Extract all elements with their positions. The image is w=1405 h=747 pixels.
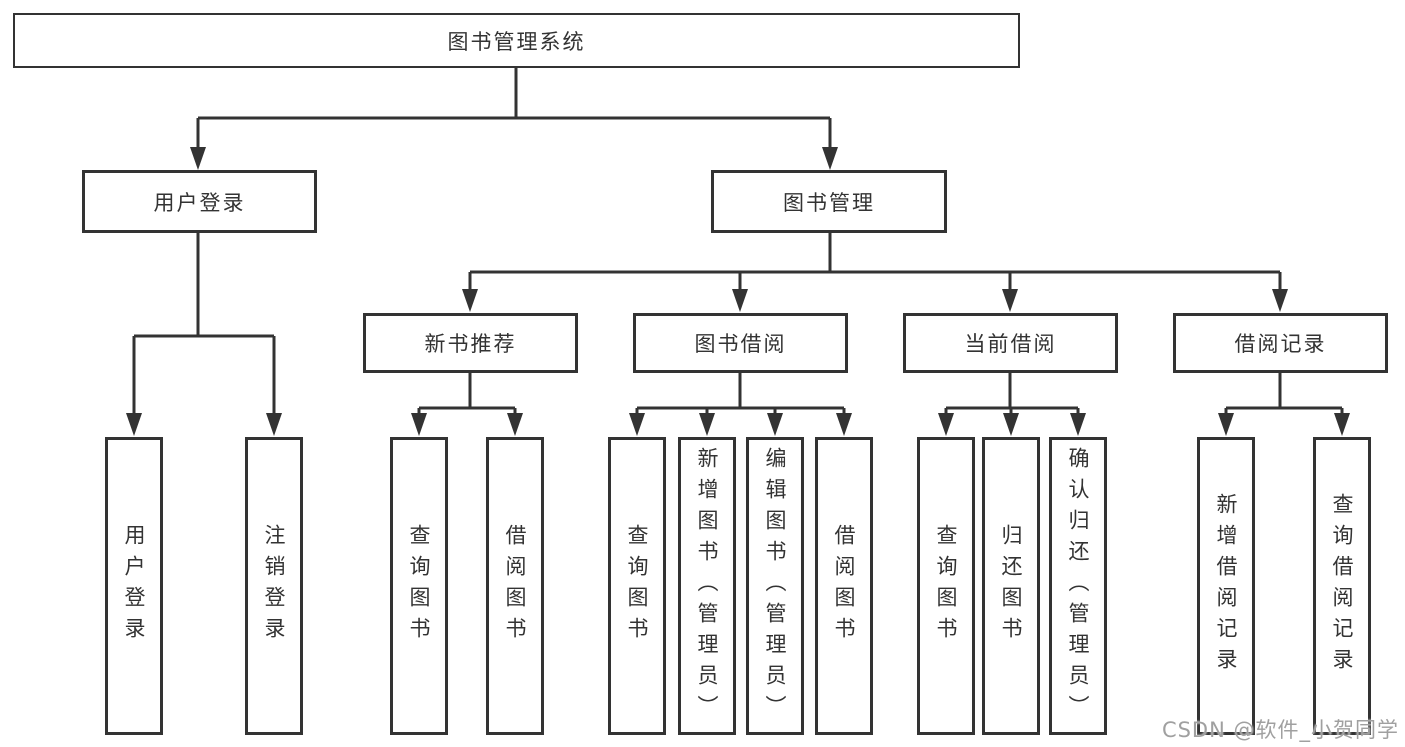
node-book-borrow: 图书借阅 (633, 313, 848, 373)
leaf-records-add-record: 新增借阅记录 (1197, 437, 1255, 735)
node-borrow-records: 借阅记录 (1173, 313, 1388, 373)
leaf-newbook-borrow-book: 借阅图书 (486, 437, 544, 735)
leaf-borrow-borrow-book: 借阅图书 (815, 437, 873, 735)
leaf-borrow-edit-book-admin: 编辑图书（管理员） (746, 437, 804, 735)
leaf-user-login: 用户登录 (105, 437, 163, 735)
leaf-current-return-book: 归还图书 (982, 437, 1040, 735)
node-book-management: 图书管理 (711, 170, 947, 233)
leaf-current-confirm-return-admin: 确认归还（管理员） (1049, 437, 1107, 735)
node-root: 图书管理系统 (13, 13, 1020, 68)
leaf-borrow-add-book-admin: 新增图书（管理员） (678, 437, 736, 735)
leaf-borrow-query-book: 查询图书 (608, 437, 666, 735)
csdn-watermark: CSDN @软件_小贺同学 (1161, 718, 1399, 742)
node-user-login: 用户登录 (82, 170, 317, 233)
node-current-borrow: 当前借阅 (903, 313, 1118, 373)
leaf-logout-login: 注销登录 (245, 437, 303, 735)
leaf-records-query-record: 查询借阅记录 (1313, 437, 1371, 735)
node-new-book-recommend: 新书推荐 (363, 313, 578, 373)
leaf-current-query-book: 查询图书 (917, 437, 975, 735)
leaf-newbook-query-book: 查询图书 (390, 437, 448, 735)
